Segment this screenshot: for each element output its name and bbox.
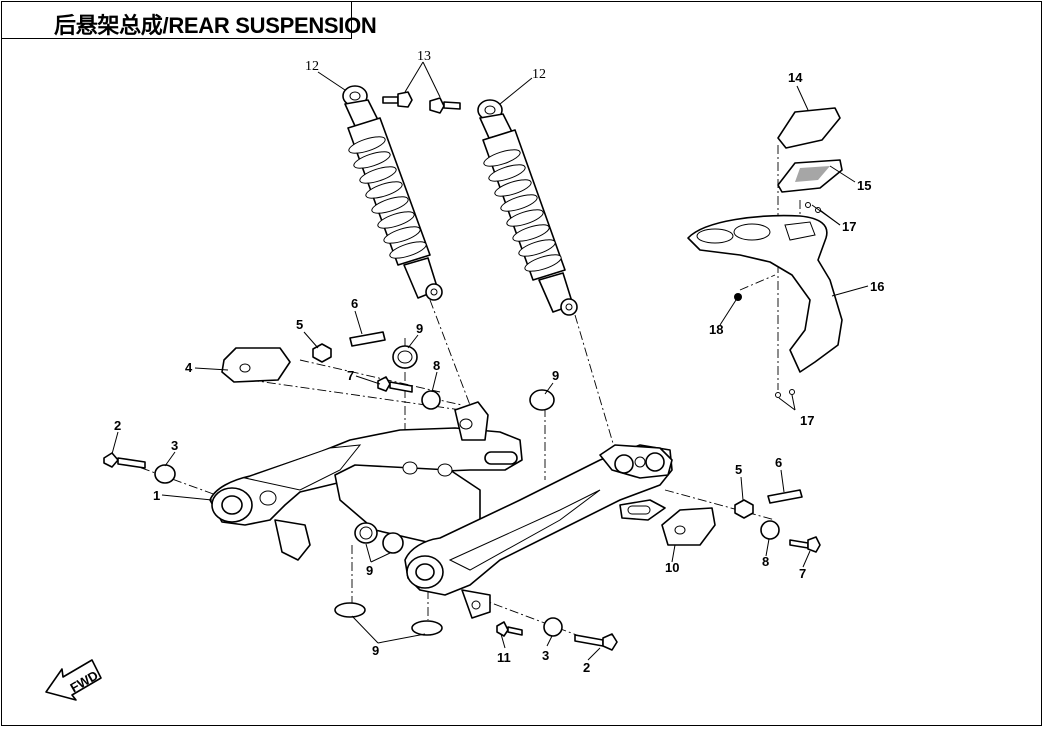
callout-18: 18: [709, 322, 723, 337]
swing-arm: [209, 401, 673, 619]
callout-12-right: 12: [532, 67, 546, 82]
leader-lines: [111, 61, 869, 661]
forward-direction-arrow: FWD: [45, 659, 102, 701]
callout-6-right: 6: [775, 455, 782, 470]
callout-5-left: 5: [296, 317, 303, 332]
callout-3-left: 3: [171, 438, 178, 453]
callout-13: 13: [417, 49, 431, 64]
rear-shock-left: [342, 85, 443, 301]
callout-14: 14: [788, 70, 803, 85]
spring-coils-right: [483, 149, 562, 272]
callout-labels: 12 13 12 14 15 17 16 18 17 4 5 6 9 7 8 9…: [114, 49, 884, 675]
callout-15: 15: [857, 178, 871, 193]
callout-4: 4: [185, 360, 193, 375]
callout-9-right: 9: [552, 368, 559, 383]
small-parts: [103, 331, 821, 651]
callout-12-left: 12: [305, 59, 319, 74]
callout-11: 11: [497, 650, 511, 665]
callout-9-top: 9: [416, 321, 423, 336]
callout-7-right: 7: [799, 566, 806, 581]
callout-17-top: 17: [842, 219, 856, 234]
shock-bolts: [382, 91, 461, 114]
callout-9-bottom: 9: [372, 643, 379, 658]
callout-6-left: 6: [351, 296, 358, 311]
callout-8-right: 8: [762, 554, 769, 569]
callout-8-left: 8: [433, 358, 440, 373]
callout-7-left: 7: [347, 368, 354, 383]
rear-fender-assembly: [687, 107, 843, 398]
page-title: 后悬架总成/REAR SUSPENSION: [54, 13, 377, 38]
callout-2-bottom: 2: [583, 660, 590, 675]
callout-10: 10: [665, 560, 679, 575]
callout-9-mid: 9: [366, 563, 373, 578]
spring-coils-left: [348, 136, 427, 259]
callout-2-left: 2: [114, 418, 121, 433]
callout-17-bottom: 17: [800, 413, 814, 428]
title-box: 后悬架总成/REAR SUSPENSION: [1, 1, 377, 39]
callout-1: 1: [153, 488, 160, 503]
callout-16: 16: [870, 279, 884, 294]
rear-shock-right: [477, 99, 578, 316]
callout-3-bottom: 3: [542, 648, 549, 663]
callout-5-right: 5: [735, 462, 742, 477]
